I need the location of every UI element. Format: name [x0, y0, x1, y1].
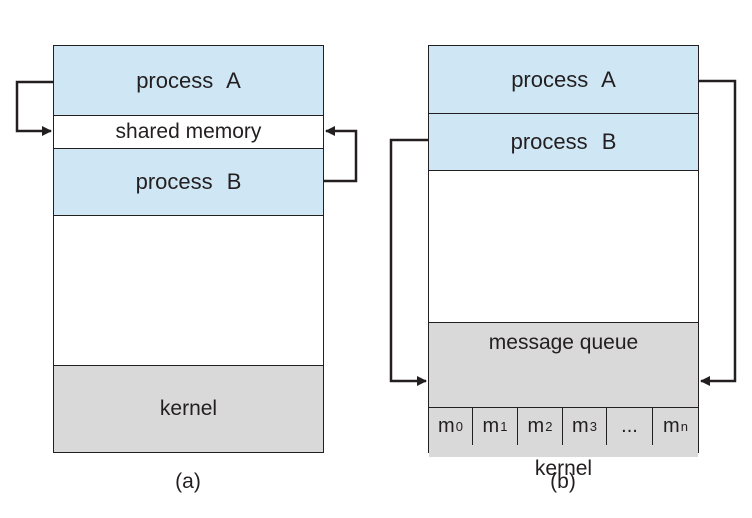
arrow-a-process-b-to-shared	[324, 126, 358, 183]
arrow-b-process-b-to-queue	[389, 138, 428, 386]
process-b-block: process B	[429, 114, 698, 171]
caption-b: (b)	[550, 470, 576, 493]
process-a-label: process A	[511, 66, 616, 92]
shared-memory-block: shared memory	[54, 116, 323, 149]
message-slot-ellipsis: ...	[607, 408, 653, 445]
shared-memory-diagram: process A shared memory process B kernel	[53, 45, 324, 453]
process-a-block: process A	[429, 46, 698, 114]
process-b-block: process B	[54, 149, 323, 216]
kernel-block: kernel	[54, 365, 323, 452]
kernel-block: kernel	[429, 445, 698, 480]
shared-memory-label: shared memory	[115, 120, 262, 143]
process-a-block: process A	[54, 46, 323, 116]
process-b-label: process B	[510, 129, 617, 154]
arrow-a-process-a-to-shared	[15, 80, 53, 136]
message-queue-label: message queue	[488, 331, 639, 354]
process-b-label: process B	[135, 169, 242, 194]
kernel-label: kernel	[534, 457, 593, 480]
message-queue-block: message queue	[429, 322, 698, 408]
process-a-label: process A	[136, 67, 241, 93]
caption-a: (a)	[175, 470, 201, 493]
kernel-label: kernel	[159, 397, 218, 420]
arrow-b-process-a-to-queue	[699, 79, 737, 386]
